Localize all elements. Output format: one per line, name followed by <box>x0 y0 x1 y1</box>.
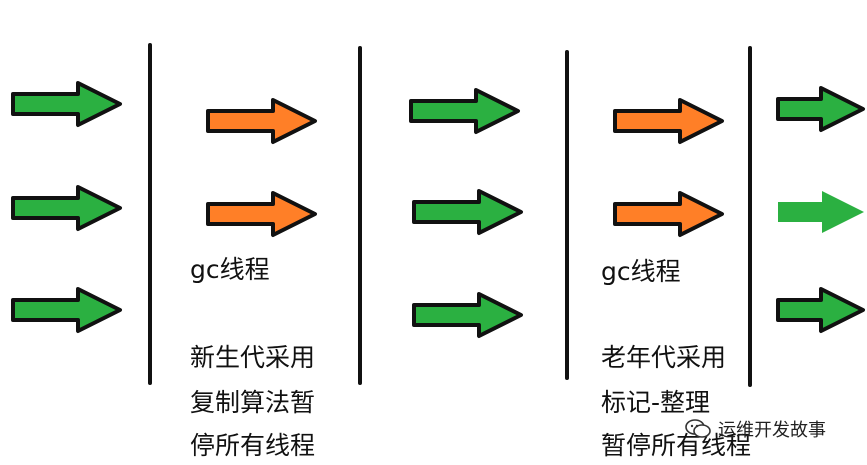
arrow-shape <box>11 81 122 127</box>
arrow-shape <box>412 189 523 235</box>
arrow-shape <box>776 86 865 132</box>
app-thread-arrow <box>11 81 122 127</box>
arrow-shape <box>778 191 864 233</box>
watermark-text: 运维开发故事 <box>718 420 826 441</box>
gc-thread-arrow <box>206 191 317 237</box>
app-thread-arrow <box>776 287 865 333</box>
gc-thread-arrow <box>206 98 317 144</box>
arrow-shape <box>613 98 724 144</box>
gc-thread-arrow <box>613 98 724 144</box>
old-desc-line-3: 暂停所有线程 <box>601 431 752 460</box>
young-desc-line-3: 停所有线程 <box>190 431 316 460</box>
arrow-shape <box>613 191 724 237</box>
app-thread-arrow <box>11 185 122 231</box>
arrow-shape <box>776 287 865 333</box>
young-desc-line-2: 复制算法暂 <box>190 388 316 417</box>
arrow-shape <box>206 98 317 144</box>
arrow-shape <box>409 88 520 134</box>
old-gc-thread-label: gc线程 <box>601 257 681 286</box>
app-thread-arrow <box>412 292 523 338</box>
arrow-shape <box>206 191 317 237</box>
old-desc-line-1: 老年代采用 <box>601 343 727 372</box>
app-thread-arrow-highlight <box>778 191 864 233</box>
old-desc-line-2: 标记-整理 <box>601 388 711 417</box>
app-thread-arrow <box>409 88 520 134</box>
arrow-shape <box>412 292 523 338</box>
app-thread-arrow <box>412 189 523 235</box>
watermark: 运维开发故事 <box>684 416 826 442</box>
young-desc-line-1: 新生代采用 <box>190 343 316 372</box>
gc-thread-arrow <box>613 191 724 237</box>
young-gc-thread-label: gc线程 <box>190 255 270 284</box>
arrow-shape <box>11 185 122 231</box>
app-thread-arrow <box>776 86 865 132</box>
arrow-shape <box>11 287 122 333</box>
wechat-icon <box>685 419 711 438</box>
app-thread-arrow <box>11 287 122 333</box>
